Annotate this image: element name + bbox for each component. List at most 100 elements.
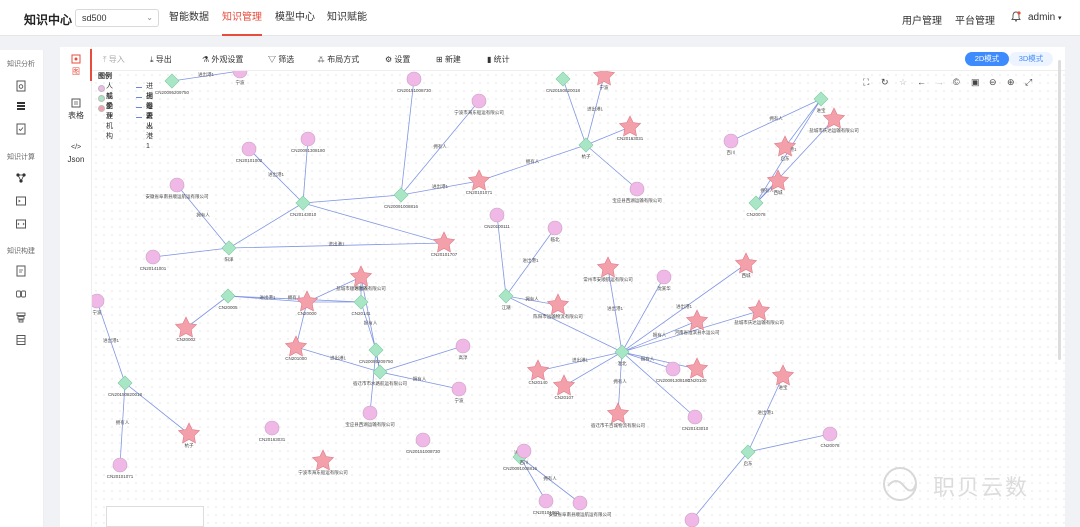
new-button[interactable]: ⊞ 新建 — [436, 55, 461, 64]
filter-button[interactable]: ▽ 筛选 — [268, 55, 295, 64]
ship-node[interactable] — [221, 240, 237, 256]
nav-model-center[interactable]: 模型中心 — [275, 12, 315, 23]
person-node[interactable] — [516, 443, 532, 459]
org-node[interactable] — [822, 107, 846, 129]
mode-3d-button[interactable]: 3D模式 — [1009, 52, 1053, 66]
ship-node[interactable] — [748, 195, 764, 211]
network-icon[interactable] — [15, 172, 27, 184]
person-node[interactable] — [656, 269, 672, 285]
node-label[interactable]: CN20151008730 — [406, 449, 441, 454]
node-label[interactable]: 盐城市庆达运输有限公司 — [734, 319, 784, 326]
ship-node[interactable] — [740, 444, 756, 460]
node-label[interactable]: CN20091308180 — [291, 148, 326, 153]
node-label[interactable]: CN201000 — [285, 356, 307, 361]
person-node[interactable] — [822, 426, 838, 442]
node-label[interactable]: 陈阳市运输物流有限公司 — [533, 313, 583, 320]
ship-node[interactable] — [393, 187, 409, 203]
star-icon[interactable]: ☆ — [899, 77, 908, 87]
arrow-left-icon[interactable]: ← — [917, 77, 926, 87]
ship-node[interactable] — [353, 294, 369, 310]
layout-button[interactable]: ⁂ 布局方式 — [317, 55, 360, 64]
person-node[interactable] — [629, 181, 645, 197]
ship-node[interactable] — [813, 91, 829, 107]
person-node[interactable] — [489, 207, 505, 223]
org-node[interactable] — [747, 299, 771, 321]
person-node[interactable] — [112, 457, 128, 473]
node-label[interactable]: CN20101002 — [533, 510, 560, 515]
node-label[interactable]: 宿迁市市水路航运有限公司 — [353, 380, 407, 387]
org-node[interactable] — [432, 231, 456, 253]
node-label[interactable]: CN20140 — [528, 380, 548, 385]
org-node[interactable] — [284, 335, 308, 357]
ship-node[interactable] — [164, 73, 180, 89]
node-label[interactable]: 安徽省阜南县顺运航运有限公司 — [146, 193, 209, 200]
code-window-icon[interactable] — [15, 218, 27, 230]
node-label[interactable]: 高淳 — [459, 354, 468, 361]
node-label[interactable]: CN20163031 — [259, 437, 286, 442]
export-button[interactable]: ⤓ 导出 — [150, 55, 172, 64]
nav-smart-data[interactable]: 智能数据 — [169, 12, 209, 23]
terminal-icon[interactable] — [15, 195, 27, 207]
ship-node[interactable] — [295, 195, 311, 211]
copyright-icon[interactable]: © — [953, 77, 960, 87]
person-node[interactable] — [471, 93, 487, 109]
node-label[interactable]: CN20005 — [218, 305, 238, 310]
import-button[interactable]: ⤒ 导入 — [103, 55, 125, 64]
org-node[interactable] — [618, 115, 642, 137]
vertical-scrollbar[interactable] — [1058, 60, 1061, 360]
org-node[interactable] — [174, 316, 198, 338]
person-node[interactable] — [406, 71, 422, 87]
table-icon[interactable] — [15, 334, 27, 346]
graph-svg[interactable]: 进出港1拥有人进出港1拥有人进出港1拥有人进出港1拥有人进出港1拥有人进出港1拥… — [92, 71, 1065, 527]
person-node[interactable] — [362, 405, 378, 421]
person-node[interactable] — [451, 381, 467, 397]
person-node[interactable] — [145, 249, 161, 265]
org-node[interactable] — [606, 402, 630, 424]
ship-node[interactable] — [220, 288, 236, 304]
node-label[interactable]: 常州市安顺航运有限公司 — [583, 276, 633, 283]
person-node[interactable] — [538, 493, 554, 509]
org-node[interactable] — [771, 364, 795, 386]
mode-2d-button[interactable]: 2D模式 — [965, 52, 1009, 66]
database-stack-icon[interactable] — [15, 311, 27, 323]
node-label[interactable]: CN20101002 — [236, 158, 263, 163]
link-nodes-icon[interactable] — [15, 288, 27, 300]
tab-json[interactable]: </> Json — [60, 143, 92, 164]
node-label[interactable]: 西城 — [774, 189, 783, 196]
node-label[interactable]: CN20151008730 — [397, 88, 432, 93]
node-label[interactable]: 安徽省阜南县顺运航运有限公司 — [549, 511, 612, 518]
node-label[interactable]: 宁波 — [600, 84, 609, 91]
frame-icon[interactable]: ▣ — [971, 77, 980, 87]
nav-knowledge-manage[interactable]: 知识管理 — [222, 0, 262, 36]
org-node[interactable] — [766, 169, 790, 191]
node-label[interactable]: CN20000 — [297, 311, 317, 316]
node-label[interactable]: 进宝 — [779, 384, 788, 391]
node-label[interactable]: 进宝 — [817, 107, 826, 114]
org-node[interactable] — [596, 256, 620, 278]
graph-canvas[interactable]: 进出港1拥有人进出港1拥有人进出港1拥有人进出港1拥有人进出港1拥有人进出港1拥… — [92, 71, 1065, 527]
node-label[interactable]: 宁波市海东船运有限公司 — [454, 109, 504, 116]
person-node[interactable] — [169, 177, 185, 193]
node-label[interactable]: 宝应县西湖运输有限公司 — [345, 421, 395, 428]
document-edit-icon[interactable] — [15, 265, 27, 277]
node-label[interactable]: 阳泽 — [225, 256, 234, 263]
bell-icon[interactable] — [1011, 11, 1021, 22]
knowledge-base-select[interactable]: sd500 ⌄ — [75, 9, 159, 27]
person-node[interactable] — [684, 512, 700, 527]
fit-view-icon[interactable]: ⛶ — [863, 77, 870, 87]
node-label[interactable]: CN20095209750 — [155, 90, 190, 95]
user-manage-link[interactable]: 用户管理 — [902, 16, 942, 27]
ship-node[interactable] — [372, 364, 388, 380]
person-node[interactable] — [687, 409, 703, 425]
node-label[interactable]: 宁波 — [93, 309, 102, 316]
node-label[interactable]: CN20091008816 — [384, 204, 419, 209]
org-node[interactable] — [177, 422, 201, 444]
node-label[interactable]: 盐城市顺达运输有限公司 — [336, 285, 386, 292]
node-label[interactable]: CN20163031 — [617, 136, 644, 141]
person-node[interactable] — [665, 361, 681, 377]
tab-graph[interactable]: 图 — [60, 54, 92, 77]
node-label[interactable]: CN20100 — [687, 378, 707, 383]
node-label[interactable]: 宿迁市千百城物流有限公司 — [591, 422, 645, 429]
checklist-icon[interactable] — [15, 123, 27, 135]
org-node[interactable] — [734, 252, 758, 274]
